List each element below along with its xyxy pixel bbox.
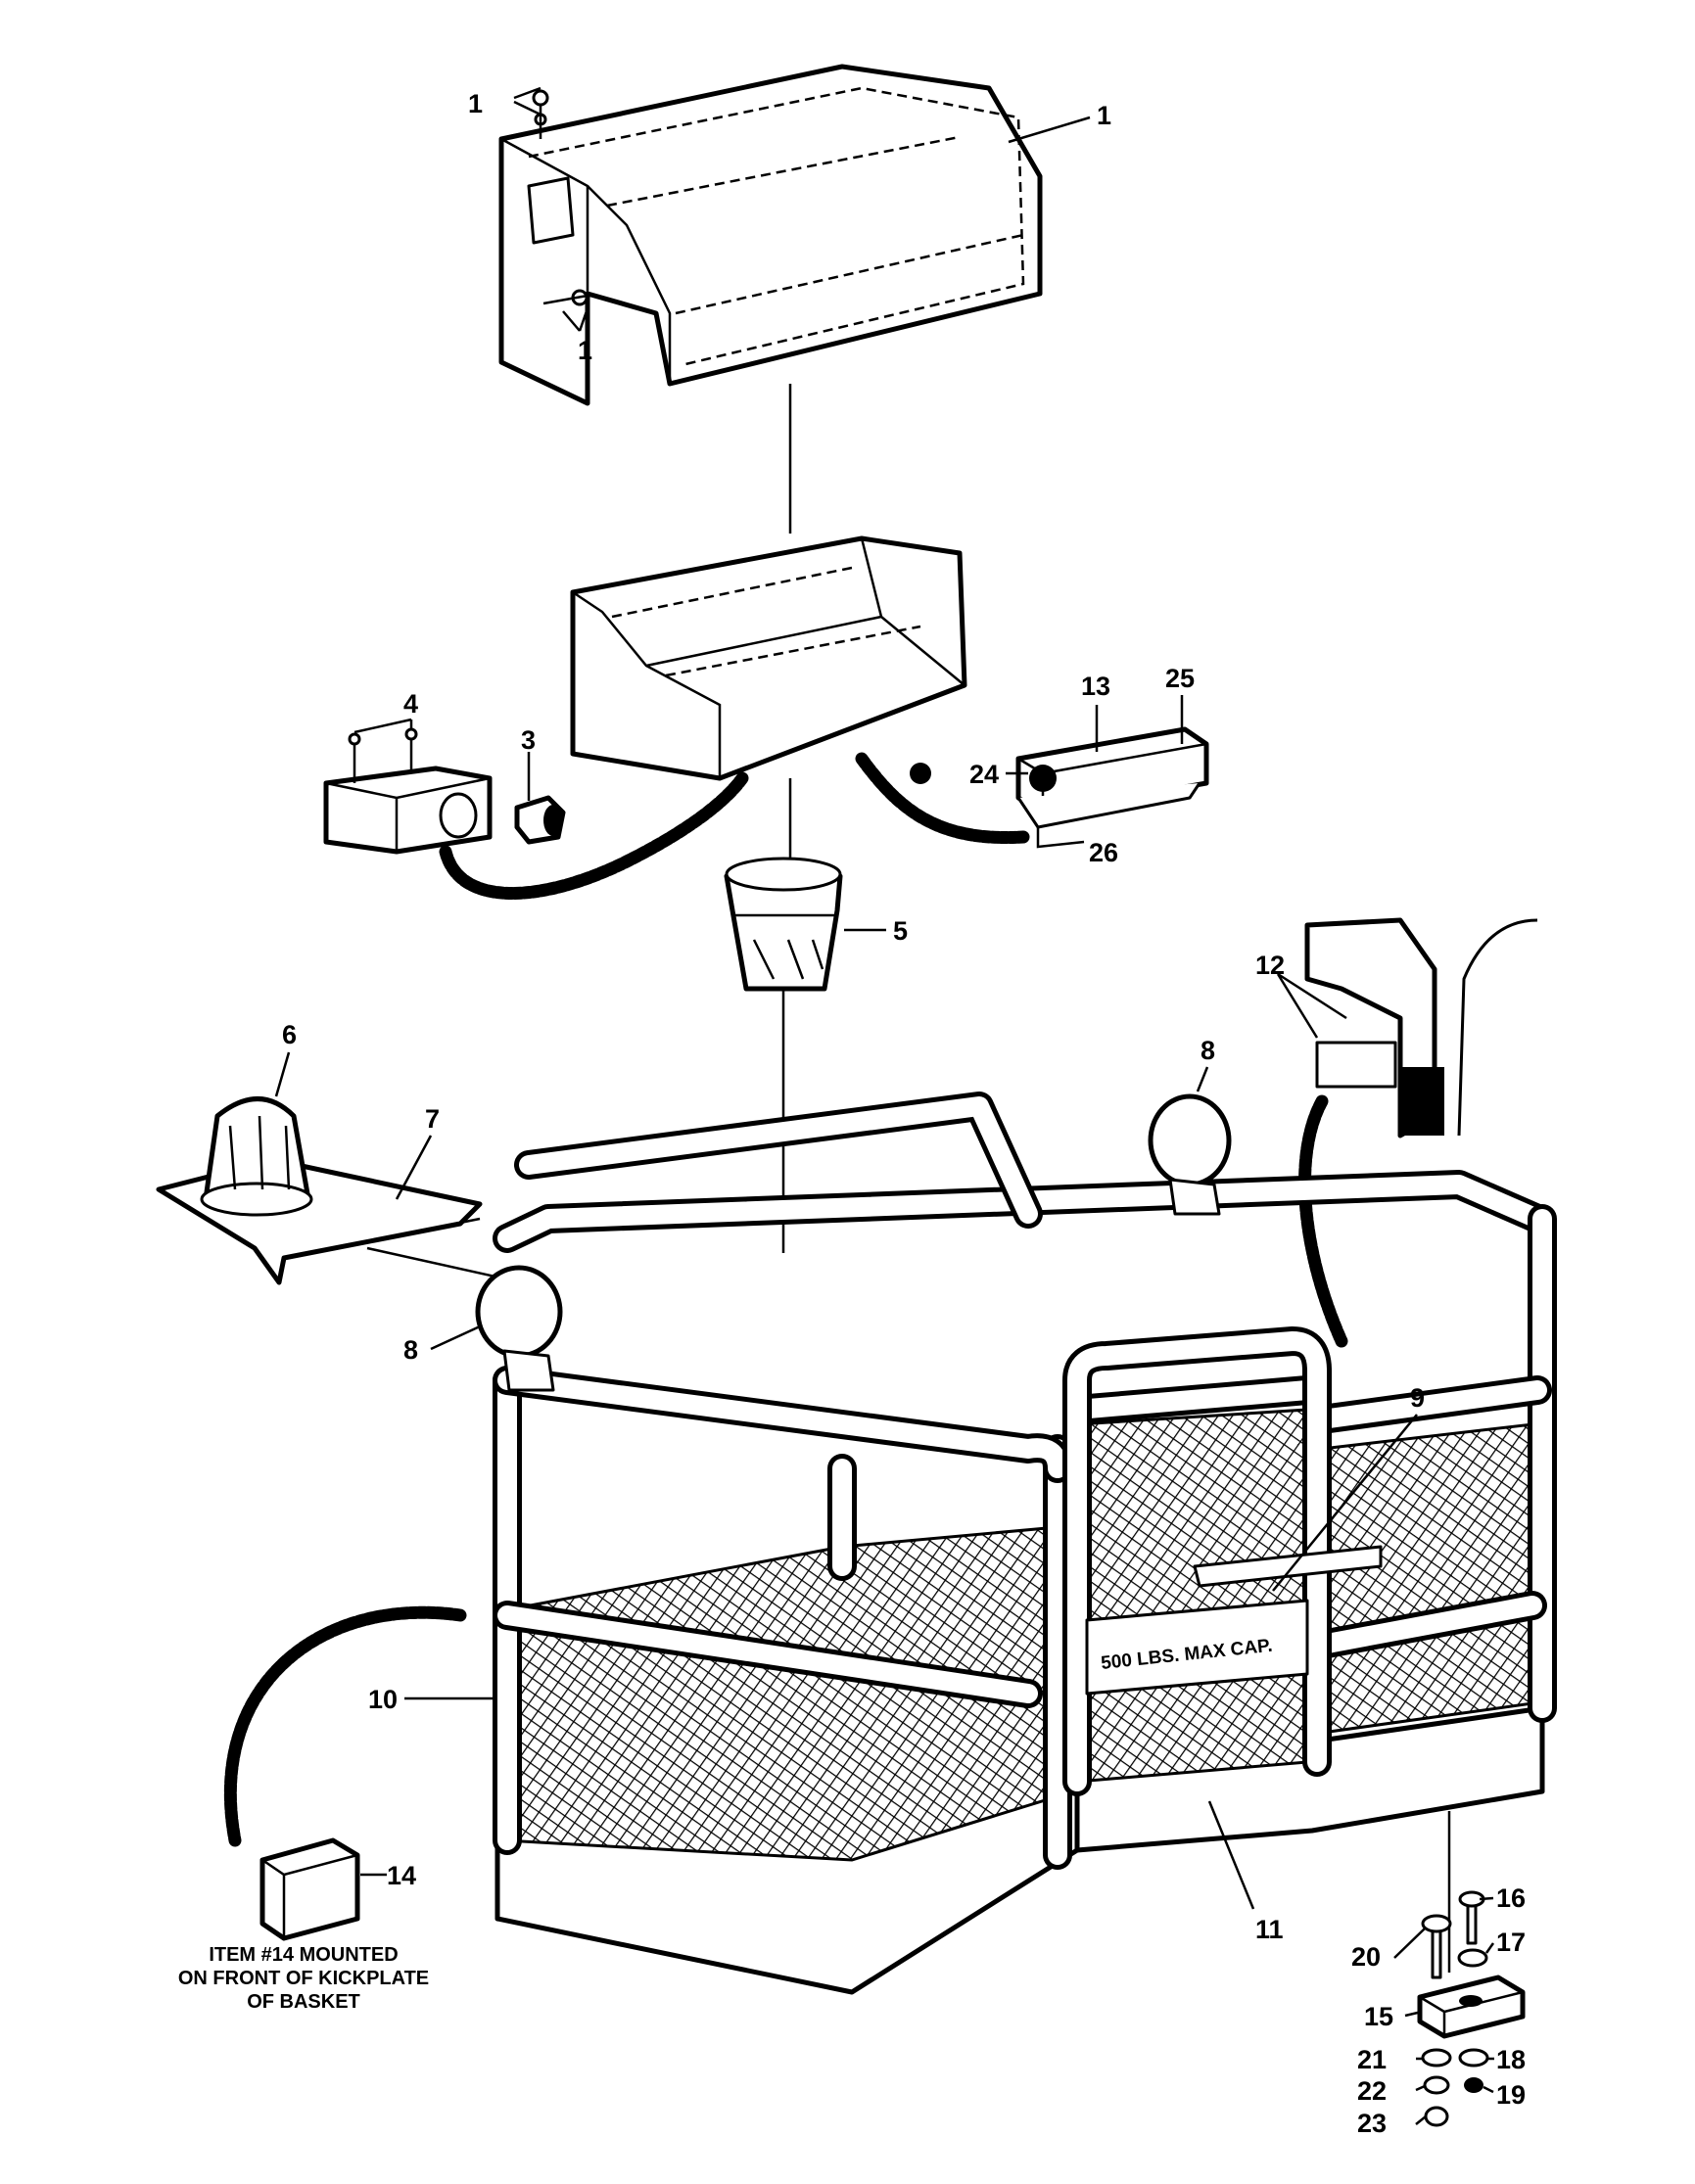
callout-1: 1 [1097, 101, 1111, 130]
callout-19: 19 [1496, 2080, 1526, 2110]
callout-13: 13 [1081, 672, 1110, 701]
rotating-beacon [200, 1096, 313, 1217]
callout-1: 1 [578, 336, 592, 365]
note-line-2: ON FRONT OF KICKPLATE [178, 1968, 429, 1989]
callout-22: 22 [1357, 2076, 1387, 2106]
callout-5: 5 [893, 916, 908, 946]
work-light-left [475, 1265, 563, 1392]
callout-4: 4 [403, 689, 418, 719]
callout-16: 16 [1496, 1883, 1526, 1913]
callout-9: 9 [1410, 1383, 1425, 1413]
callout-17: 17 [1496, 1928, 1526, 1957]
callout-21: 21 [1357, 2045, 1387, 2074]
callout-12: 12 [1255, 951, 1285, 980]
basket-cover [498, 64, 1043, 406]
note-line-1: ITEM #14 MOUNTED [209, 1944, 398, 1966]
callout-6: 6 [282, 1020, 297, 1049]
callout-8: 8 [403, 1335, 418, 1365]
receptacle [514, 795, 566, 845]
console-cable-right [855, 752, 1030, 845]
leader-lines [274, 86, 1495, 2125]
callout-3: 3 [521, 725, 536, 755]
callout-1: 1 [468, 89, 483, 118]
callout-11: 11 [1255, 1915, 1284, 1944]
mount-cable [1298, 1094, 1348, 1348]
work-basket: 500 LBS. MAX CAP. [493, 1092, 1557, 1995]
switch-box [910, 726, 1209, 829]
callout-18: 18 [1496, 2045, 1526, 2074]
callout-14: 14 [387, 1861, 416, 1890]
boom-mount [1304, 917, 1538, 1138]
callout-20: 20 [1351, 1942, 1381, 1972]
callout-24: 24 [969, 760, 999, 789]
control-console [570, 535, 967, 781]
callout-8: 8 [1201, 1036, 1215, 1065]
callout-15: 15 [1364, 2002, 1393, 2031]
callout-26: 26 [1089, 838, 1118, 867]
mounting-note: ITEM #14 MOUNTED ON FRONT OF KICKPLATE O… [178, 1944, 429, 2013]
callout-25: 25 [1165, 664, 1195, 693]
basket-light [724, 857, 843, 992]
note-line-3: OF BASKET [247, 1991, 360, 2013]
callout-7: 7 [425, 1104, 440, 1134]
work-light-right [1148, 1093, 1232, 1216]
console-cable-left [439, 771, 749, 900]
callout-10: 10 [368, 1685, 398, 1714]
remote-cable [223, 1605, 467, 1847]
hardware-stack [1417, 1890, 1526, 2127]
callout-23: 23 [1357, 2109, 1387, 2138]
remote-box [259, 1837, 360, 1941]
junction-box [323, 727, 493, 855]
